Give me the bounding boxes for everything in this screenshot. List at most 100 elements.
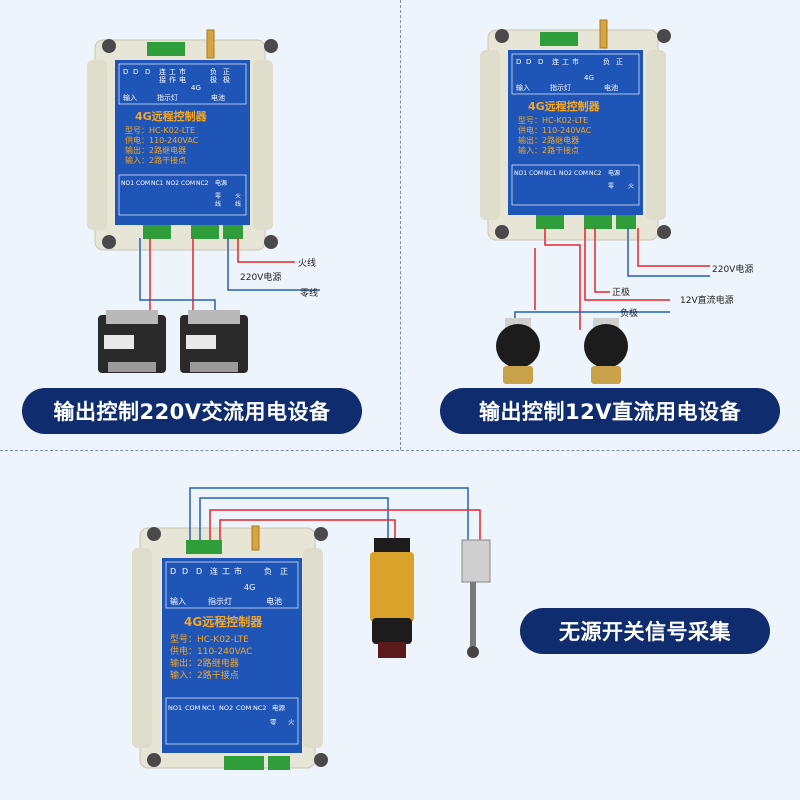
label-neutral-term-2: 线 <box>215 200 221 208</box>
controller-device: D D D 连 工 市 4G 负 正 电池 输入 指示灯 4G远程控制器 型号：… <box>480 19 671 241</box>
solenoid-valve-1 <box>496 318 540 384</box>
label-neg: 负 <box>603 57 610 66</box>
label-neutral-term: 零 <box>215 193 221 200</box>
label-power-term: 电源 <box>608 169 620 177</box>
label-no2: NO2 <box>559 170 572 177</box>
label-neg: 负 <box>264 566 272 576</box>
label-mains: 市 <box>234 566 242 576</box>
label-4g: 4G <box>584 74 594 82</box>
label-220v-power: 220V电源 <box>240 271 281 283</box>
label-4g: 4G <box>244 583 255 592</box>
label-nc2: NC2 <box>196 180 209 187</box>
label-neutral-term: 零 <box>608 183 614 190</box>
label-live-term: 火 <box>288 718 295 726</box>
panel-dc-wiring: D D D 连 工 市 4G 负 正 电池 输入 指示灯 4G远程控制器 型号：… <box>480 19 753 384</box>
device-input: 输入：2路干接点 <box>125 155 186 165</box>
device-supply: 供电：110-240VAC <box>518 125 592 135</box>
label-neutral-term: 零 <box>270 718 277 726</box>
caption-dc: 输出控制12V直流用电设备 <box>440 388 780 434</box>
label-com1: COM <box>136 180 150 187</box>
label-power-term: 电源 <box>215 179 227 187</box>
controller-device: D D D 连 工 市 4G 负 正 电池 输入 指示灯 4G远程控制器 型号：… <box>132 525 328 770</box>
label-di1: D <box>123 68 128 76</box>
device-output: 输出：2路继电器 <box>125 145 186 155</box>
label-12v-dc: 12V直流电源 <box>680 294 734 306</box>
device-model: 型号：HC-K02-LTE <box>518 116 588 125</box>
label-nc1: NC1 <box>544 170 557 177</box>
label-no2: NO2 <box>219 704 233 712</box>
contactor-1 <box>98 310 166 373</box>
label-work-2: 作 <box>169 75 176 84</box>
label-neg-2: 极 <box>210 75 217 84</box>
label-work: 工 <box>169 68 176 76</box>
label-battery: 电池 <box>211 93 225 102</box>
label-220v-power: 220V电源 <box>712 263 753 275</box>
proximity-sensor <box>370 538 414 658</box>
label-conn: 连 <box>552 57 559 66</box>
label-battery: 电池 <box>604 83 618 92</box>
panel-switch-wiring: D D D 连 工 市 4G 负 正 电池 输入 指示灯 4G远程控制器 型号：… <box>132 487 491 770</box>
solenoid-valve-2 <box>584 318 628 384</box>
label-pos: 正 <box>616 58 623 66</box>
label-indicator: 指示灯 <box>157 93 178 102</box>
label-live-wire: 火线 <box>298 257 316 269</box>
label-no1: NO1 <box>168 704 182 712</box>
label-no2: NO2 <box>166 180 179 187</box>
label-input: 输入 <box>123 93 137 102</box>
label-4g: 4G <box>191 84 201 92</box>
label-com1: COM <box>529 170 543 177</box>
label-dcom: D <box>182 567 188 576</box>
device-title: 4G远程控制器 <box>528 99 601 113</box>
label-mains: 市 <box>572 57 579 66</box>
label-di1: D <box>516 58 521 66</box>
label-mains-2: 电 <box>179 75 186 84</box>
limit-switch <box>461 539 491 658</box>
label-live-term-2: 线 <box>235 200 241 208</box>
label-pos: 正 <box>223 68 230 76</box>
contactor-2 <box>180 310 248 373</box>
label-live-term: 火 <box>235 193 241 200</box>
label-conn-2: 接 <box>159 75 166 84</box>
label-input: 输入 <box>170 596 186 606</box>
device-title: 4G远程控制器 <box>135 109 208 123</box>
caption-ac: 输出控制220V交流用电设备 <box>22 388 362 434</box>
panel-ac-wiring: D D D 连 接 工 作 市 电 4G 负 极 正 极 电池 输入 指示灯 4… <box>87 29 320 373</box>
divider-vertical <box>400 0 401 450</box>
label-dcom: D <box>133 68 138 76</box>
label-conn: 连 <box>210 566 218 576</box>
label-mains: 市 <box>179 67 186 76</box>
label-no1: NO1 <box>121 180 134 187</box>
label-input: 输入 <box>516 83 530 92</box>
label-di2: D <box>538 58 543 66</box>
label-nc1: NC1 <box>202 704 216 712</box>
label-battery: 电池 <box>266 596 282 606</box>
device-supply: 供电：110-240VAC <box>125 135 199 145</box>
device-model: 型号：HC-K02-LTE <box>125 126 195 135</box>
label-nc1: NC1 <box>151 180 164 187</box>
label-no1: NO1 <box>514 170 527 177</box>
label-live-term: 火 <box>628 183 634 190</box>
label-neg: 负 <box>210 67 217 76</box>
label-work: 工 <box>222 567 230 576</box>
device-input: 输入：2路干接点 <box>170 669 239 681</box>
label-conn: 连 <box>159 67 166 76</box>
label-indicator: 指示灯 <box>208 596 232 606</box>
label-positive: 正极 <box>612 286 630 298</box>
label-di2: D <box>196 567 202 576</box>
label-dcom: D <box>526 58 531 66</box>
label-pos-2: 极 <box>223 75 230 84</box>
label-com1: COM <box>185 704 200 712</box>
device-output: 输出：2路继电器 <box>518 135 579 145</box>
label-neutral-wire: 零线 <box>300 287 318 299</box>
label-com2: COM <box>574 170 588 177</box>
device-supply: 供电：110-240VAC <box>170 645 252 657</box>
label-com2: COM <box>236 704 251 712</box>
divider-horizontal <box>0 450 800 451</box>
label-work: 工 <box>562 58 569 66</box>
label-di2: D <box>145 68 150 76</box>
label-com2: COM <box>181 180 195 187</box>
label-pos: 正 <box>280 567 288 576</box>
label-nc2: NC2 <box>253 704 267 712</box>
label-indicator: 指示灯 <box>550 83 571 92</box>
label-power-term: 电源 <box>272 703 286 712</box>
